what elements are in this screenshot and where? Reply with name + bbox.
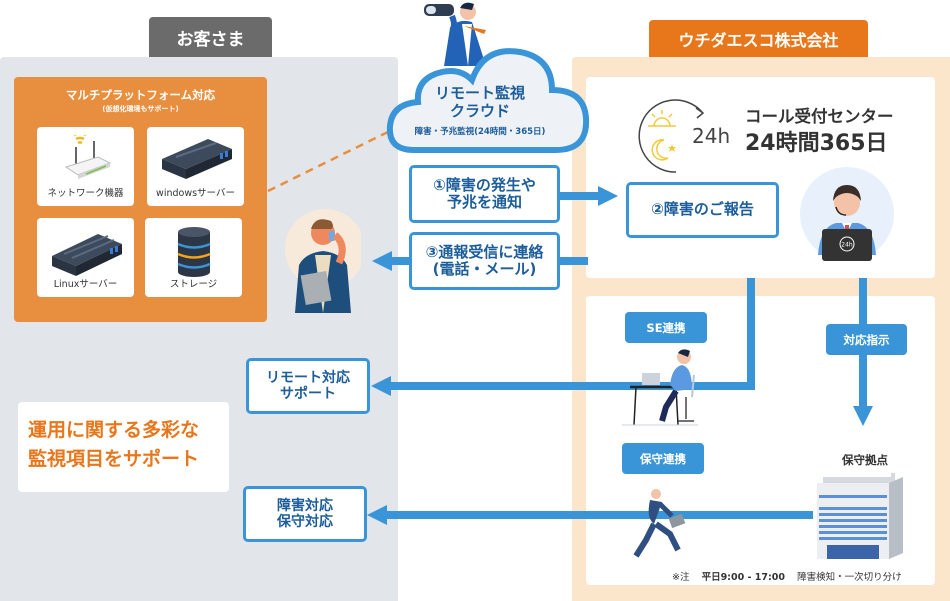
dashed-connector bbox=[267, 127, 395, 193]
company-tab: ウチダエスコ株式会社 bbox=[649, 20, 868, 57]
24h-cycle-icon bbox=[638, 99, 705, 173]
device-label: ストレージ bbox=[169, 279, 218, 290]
step3-line2: (電話・メール) bbox=[432, 260, 537, 278]
operator-icon: 24h bbox=[800, 167, 894, 261]
device-network: ネットワーク機器 bbox=[37, 127, 134, 206]
instruction-label: 対応指示 bbox=[826, 324, 907, 355]
fault-maintenance-box: 障害対応 保守対応 bbox=[243, 486, 367, 542]
se-path-horizontal bbox=[388, 382, 755, 390]
maintenance-link-label: 保守連携 bbox=[622, 443, 704, 474]
maintenance-path-horizontal bbox=[383, 511, 813, 519]
step1-line1: ①障害の発生や bbox=[433, 175, 536, 194]
device-storage: ストレージ bbox=[145, 218, 242, 297]
cloud-title-line2: クラウド bbox=[449, 102, 510, 120]
fault-support-arrowhead bbox=[367, 505, 387, 525]
router-icon bbox=[64, 135, 111, 179]
remote-support-line2: サポート bbox=[280, 386, 336, 402]
se-path-vertical bbox=[747, 278, 755, 390]
moon-icon bbox=[651, 139, 676, 161]
remote-support-box: リモート対応 サポート bbox=[246, 358, 370, 414]
step1-notify-box: ①障害の発生や 予兆を通知 bbox=[409, 165, 560, 223]
cloud-title-line1: リモート監視 bbox=[434, 84, 525, 102]
device-windows-server: windowsサーバー bbox=[147, 127, 244, 206]
maintenance-base-label: 保守拠点 bbox=[842, 453, 888, 467]
step1-arrowhead bbox=[598, 186, 618, 206]
multi-platform-box: マルチプラットフォーム対応 (仮想化環境もサポート) ネットワーク機器 wind… bbox=[14, 77, 267, 322]
call-center-hours: 24時間365日 bbox=[745, 131, 888, 156]
device-label: windowsサーバー bbox=[156, 188, 235, 199]
device-linux-server: Linuxサーバー bbox=[37, 218, 134, 297]
remote-support-arrowhead bbox=[371, 376, 391, 396]
footnote-prefix: ※注 bbox=[672, 572, 690, 583]
support-text-box: 運用に関する多彩な 監視項目をサポート bbox=[18, 402, 229, 492]
platform-title: マルチプラットフォーム対応 bbox=[65, 88, 216, 102]
support-text-line2: 監視項目をサポート bbox=[28, 448, 200, 471]
businessman-binoculars-icon bbox=[424, 2, 486, 66]
database-icon bbox=[176, 227, 211, 277]
device-label: Linuxサーバー bbox=[53, 279, 118, 290]
customer-tab: お客さま bbox=[149, 17, 272, 57]
building-icon bbox=[817, 473, 903, 559]
se-worker-icon bbox=[622, 349, 698, 426]
sun-icon bbox=[648, 110, 676, 127]
step2-label: ②障害のご報告 bbox=[651, 200, 754, 219]
se-link-label: SE連携 bbox=[625, 312, 707, 343]
step3-arrow-line-left bbox=[392, 257, 412, 265]
cloud-icon bbox=[386, 48, 590, 153]
remote-support-line1: リモート対応 bbox=[266, 369, 350, 386]
step3-line1: ③通報受信に連絡 bbox=[425, 242, 544, 261]
svg-text:24h: 24h bbox=[841, 242, 853, 249]
step2-fault-report-box: ②障害のご報告 bbox=[626, 182, 779, 238]
call-center-title: コール受付センター bbox=[745, 107, 894, 126]
fault-support-line1: 障害対応 bbox=[277, 497, 333, 514]
step3-contact-box: ③通報受信に連絡 (電話・メール) bbox=[409, 232, 560, 290]
support-text-line1: 運用に関する多彩な bbox=[28, 419, 200, 441]
customer-person-icon bbox=[285, 209, 361, 313]
running-businessman-icon bbox=[633, 489, 686, 558]
footnote-hours: 平日9:00 - 17:00 bbox=[701, 572, 785, 583]
footnote-scope: 障害検知・一次切り分け bbox=[797, 572, 902, 583]
server-icon bbox=[51, 234, 122, 276]
instruction-arrowhead bbox=[853, 406, 873, 426]
step3-arrowhead bbox=[372, 251, 392, 271]
step3-arrow-line-right bbox=[558, 257, 588, 265]
footnote: ※注 平日9:00 - 17:00 障害検知・一次切り分け bbox=[672, 569, 902, 583]
step1-arrow-line bbox=[560, 192, 600, 200]
platform-subtitle: (仮想化環境もサポート) bbox=[102, 105, 179, 113]
step1-line2: 予兆を通知 bbox=[446, 193, 522, 211]
fault-support-line2: 保守対応 bbox=[277, 514, 333, 530]
24h-label: 24h bbox=[692, 124, 731, 148]
device-label: ネットワーク機器 bbox=[47, 188, 124, 199]
cloud-subtitle: 障害・予兆監視(24時間・365日) bbox=[414, 127, 546, 137]
server-icon bbox=[161, 139, 232, 179]
